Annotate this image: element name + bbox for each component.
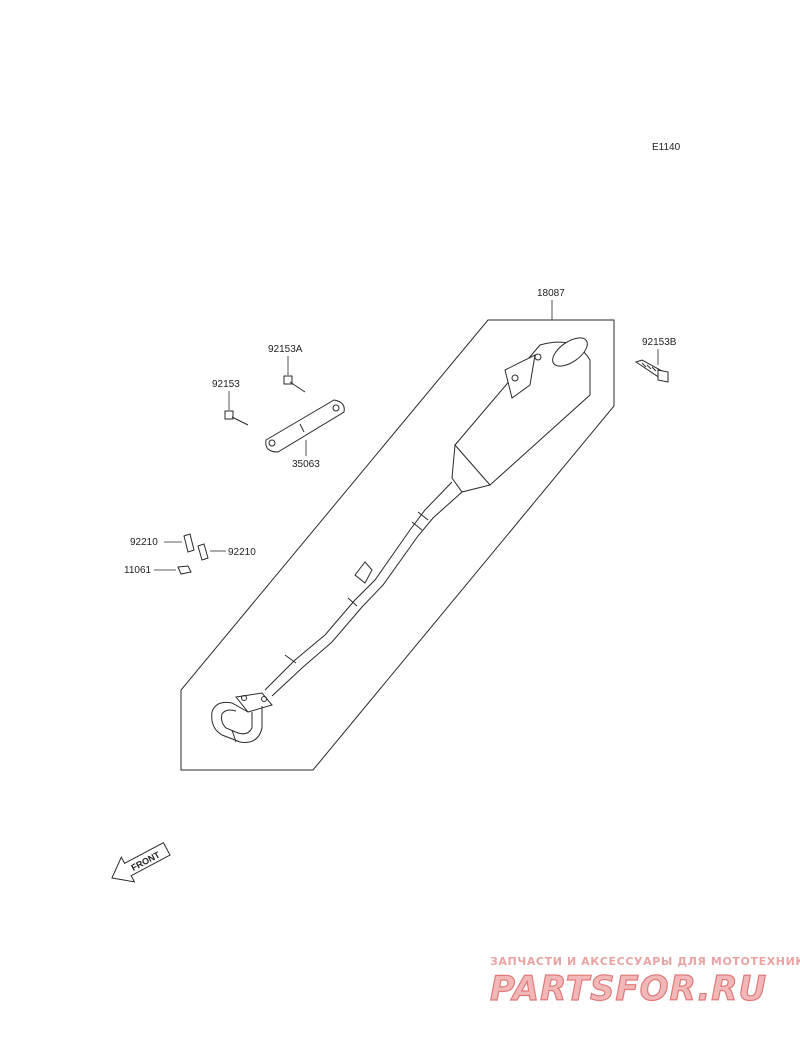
exhaust-pipe-lower-edge <box>271 491 463 697</box>
bolt-92153a[interactable] <box>283 375 306 393</box>
watermark-tagline: ЗАПЧАСТИ И АКСЕССУАРЫ ДЛЯ МОТОТЕХНИКИ <box>490 955 800 968</box>
front-arrow-shape <box>111 841 171 883</box>
diagram-code: E1140 <box>652 142 681 153</box>
header-flange <box>235 692 273 713</box>
label-92153[interactable]: 92153 <box>212 379 240 390</box>
label-92153a[interactable]: 92153A <box>268 344 303 355</box>
label-92210-left[interactable]: 92210 <box>130 537 158 548</box>
bracket-hole-left <box>268 439 276 447</box>
bracket-hole-right <box>332 404 340 412</box>
gasket-body <box>177 565 192 575</box>
pipe-joints <box>284 511 429 664</box>
header-joint <box>231 729 237 743</box>
mount-hole-upper <box>534 353 542 361</box>
bolt-92153[interactable] <box>224 410 249 426</box>
flange-hole-right <box>261 696 267 702</box>
muffler-end-cap <box>552 337 588 367</box>
watermark-logo: PARTSFOR.RU <box>490 969 767 1009</box>
header-bend-outer <box>211 701 263 743</box>
pipe-bracket <box>354 561 373 584</box>
clamp-92210-left[interactable] <box>183 533 195 553</box>
label-18087[interactable]: 18087 <box>537 288 565 299</box>
mount-hole <box>511 374 519 382</box>
clamp-body <box>197 543 209 561</box>
label-35063[interactable]: 35063 <box>292 459 320 470</box>
clamp-92210-right[interactable] <box>197 543 209 561</box>
bolt-92153b[interactable] <box>634 359 669 383</box>
bolt-thread <box>641 362 657 372</box>
exhaust-pipe-upper-edge <box>264 481 453 691</box>
front-arrow: FRONT <box>111 841 171 883</box>
bolt-head <box>657 369 669 383</box>
assembly-outline <box>180 319 615 771</box>
gasket-11061[interactable] <box>177 565 192 575</box>
label-92210-right[interactable]: 92210 <box>228 547 256 558</box>
label-92153b[interactable]: 92153B <box>642 337 677 348</box>
header-bend-inner <box>221 709 253 735</box>
flange-hole-left <box>241 695 247 701</box>
muffler-mount-tab <box>504 354 536 399</box>
bracket-plate <box>265 399 345 453</box>
muffler-assembly[interactable] <box>211 332 592 743</box>
bracket-35063[interactable] <box>265 399 345 453</box>
label-11061[interactable]: 11061 <box>124 565 152 576</box>
bracket-bend <box>299 423 305 433</box>
bolt-head <box>224 410 234 420</box>
bolt-shank <box>231 416 249 426</box>
clamp-body <box>183 533 195 553</box>
bolt-shank <box>289 381 306 393</box>
